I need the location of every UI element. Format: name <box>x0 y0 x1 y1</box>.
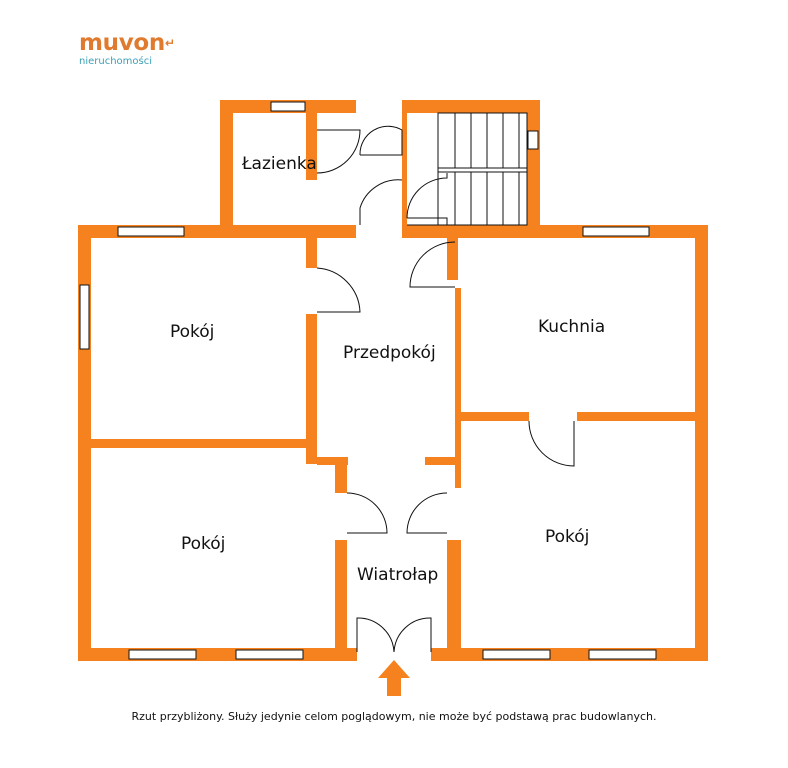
brand-tagline: nieruchomości <box>79 56 153 67</box>
window-bottom-1 <box>128 649 197 660</box>
wall-hall-right-b <box>455 288 461 488</box>
wall-stairs-top <box>402 100 540 113</box>
wall-upper-right <box>402 225 708 238</box>
room-label-przedpokoj: Przedpokój <box>343 343 436 363</box>
door-vestibule-right <box>406 492 448 534</box>
door-kitchen <box>409 241 456 288</box>
door-bathroom-hall <box>359 125 403 156</box>
window-bottom-4 <box>588 649 657 660</box>
room-label-pokoj-top-left: Pokój <box>170 322 214 342</box>
wall-vestibule-left-a <box>335 465 347 493</box>
wall-hall-left-b <box>306 314 317 464</box>
wall-kitchen-bottom-b <box>577 412 708 421</box>
door-room-top-left <box>316 267 361 313</box>
room-label-pokoj-bottom-right: Pokój <box>545 527 589 547</box>
window-room-top <box>117 226 185 237</box>
door-stairs <box>406 173 448 226</box>
wall-outer-bottom-left <box>78 648 357 661</box>
windows <box>79 101 657 660</box>
wall-hall-bottom-right <box>425 457 461 465</box>
brand-accent-icon: ↵ <box>165 36 175 50</box>
room-label-pokoj-bottom-left: Pokój <box>181 534 225 554</box>
wall-outer-bottom-right <box>431 648 708 661</box>
window-bathroom <box>270 101 306 112</box>
disclaimer-text: Rzut przybliżony. Służy jedynie celom po… <box>131 710 657 723</box>
staircase <box>437 112 528 226</box>
window-bottom-2 <box>235 649 304 660</box>
wall-left-rooms-divider <box>91 439 317 448</box>
wall-stairs-left <box>402 100 407 225</box>
wall-kitchen-bottom-a <box>458 412 529 421</box>
wall-vestibule-right <box>447 540 461 650</box>
wall-stairs-right <box>527 100 540 238</box>
window-stairs <box>527 130 539 150</box>
wall-vestibule-left-b <box>335 540 347 650</box>
wall-hall-bottom-left <box>317 457 348 465</box>
door-room-bottom-left <box>346 492 388 534</box>
window-bottom-3 <box>482 649 551 660</box>
wall-bathroom-left <box>220 100 233 238</box>
window-kitchen <box>582 226 650 237</box>
arrow-up-icon <box>378 660 410 696</box>
brand-name: muvon↵ <box>79 30 175 56</box>
door-hall-top-left <box>359 179 403 225</box>
wall-hall-left-a <box>306 238 317 268</box>
door-entrance-left <box>356 617 395 653</box>
door-entrance-right <box>393 617 432 653</box>
room-label-kuchnia: Kuchnia <box>538 317 605 337</box>
room-label-wiatrolap: Wiatrołap <box>357 565 438 585</box>
doors <box>316 125 575 653</box>
window-room-left <box>79 284 90 350</box>
door-room-bottom-right <box>528 420 575 467</box>
wall-hall-right-a <box>447 238 458 280</box>
wall-outer-right <box>695 225 708 661</box>
brand-text: muvon <box>79 30 166 56</box>
muvon-logo: muvon↵ nieruchomości <box>79 30 175 68</box>
door-bathroom <box>316 129 361 174</box>
room-label-lazienka: Łazienka <box>241 154 317 174</box>
wall-bathroom-right <box>306 100 317 180</box>
stairs <box>437 112 528 226</box>
